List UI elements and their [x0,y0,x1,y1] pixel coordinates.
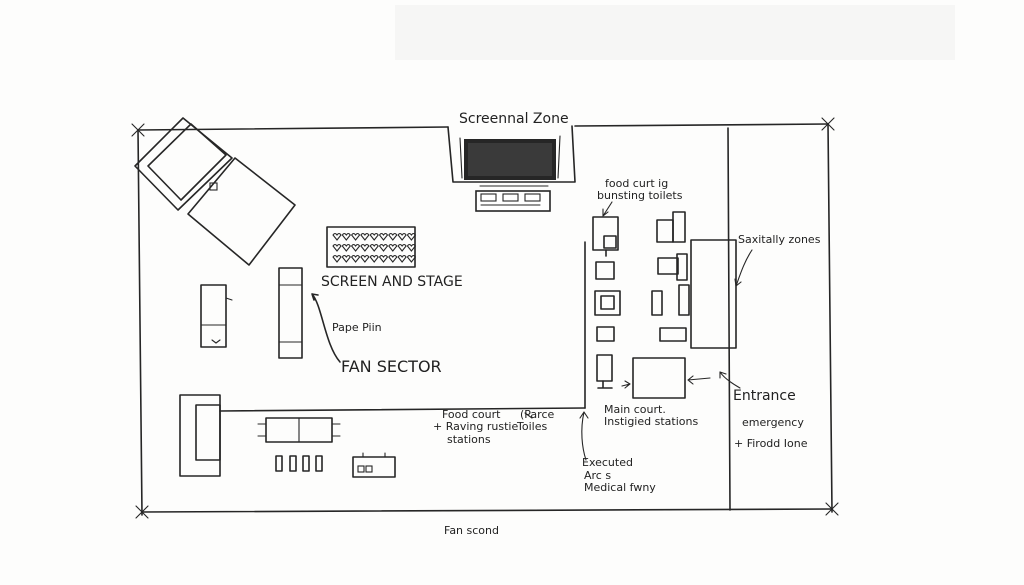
sanitary-zone-block [690,239,737,349]
seat-mark [369,232,379,241]
label-food-court-top: food curt ig [605,177,668,190]
audience-seating [326,226,417,268]
tent-structures [134,117,296,266]
label-arcs: Arc s [584,469,611,482]
food-court-stalls [592,211,690,399]
seat-mark [369,254,379,263]
bottom-stalls [275,455,323,472]
label-emergency: emergency [742,416,804,429]
seat-mark [388,232,398,241]
label-bursting-toilets: bunsting toilets [597,189,683,202]
seat-mark [332,232,342,241]
bottom-trailer [257,417,341,443]
label-executed: Executed [582,456,633,469]
label-toiles: Toiles [516,420,547,433]
seat-mark [378,254,389,263]
label-first-aid-zone: + Firodd Ione [734,437,808,450]
screening-screen [447,125,576,212]
seat-mark [350,232,361,241]
seat-mark [406,243,417,252]
fan-sector-arrow [311,293,341,363]
seat-mark [397,232,407,241]
bottom-kiosk [352,452,396,478]
label-medical-fwny: Medical fwny [584,481,656,494]
label-screening-zone: Screennal Zone [459,111,569,127]
seat-mark [406,232,417,241]
seat-mark [341,243,351,252]
site-boundary [131,117,839,519]
seat-mark [388,243,398,252]
label-parce: (Parce [520,408,555,421]
right-zone-divider [727,127,731,511]
annotation-arrows [524,201,753,461]
seat-mark [341,232,351,241]
label-sanitary-zones: Saxitally zones [738,233,821,246]
seat-mark [360,243,370,252]
label-paper-plain: Pape Piin [332,321,382,334]
seat-mark [332,243,342,252]
seat-mark [397,254,407,263]
label-raving-rustie: + Raving rustie [433,420,518,433]
bottom-stage [179,394,221,477]
label-stations: stations [447,433,491,446]
seat-mark [360,232,370,241]
label-fan-second: Fan scond [444,524,499,537]
seat-mark [341,254,351,263]
seat-mark [406,254,417,263]
seat-mark [388,254,398,263]
label-food-court-bottom: Food court [442,408,501,421]
seat-mark [360,254,370,263]
label-entrance: Entrance [733,388,796,404]
seat-mark [350,254,361,263]
seat-mark [397,243,407,252]
label-fan-sector: FAN SECTOR [341,357,442,376]
mid-divider [219,407,586,412]
seat-mark [350,243,361,252]
label-screen-and-stage: SCREEN AND STAGE [321,274,463,290]
seat-mark [378,232,389,241]
seat-mark [332,254,342,263]
label-main-court: Main court. [604,403,666,416]
seat-mark [378,243,389,252]
seat-mark [369,243,379,252]
paper-shade [395,5,955,60]
label-instigied-stations: Instigied stations [604,415,698,428]
fan-sector-booths [200,267,303,359]
